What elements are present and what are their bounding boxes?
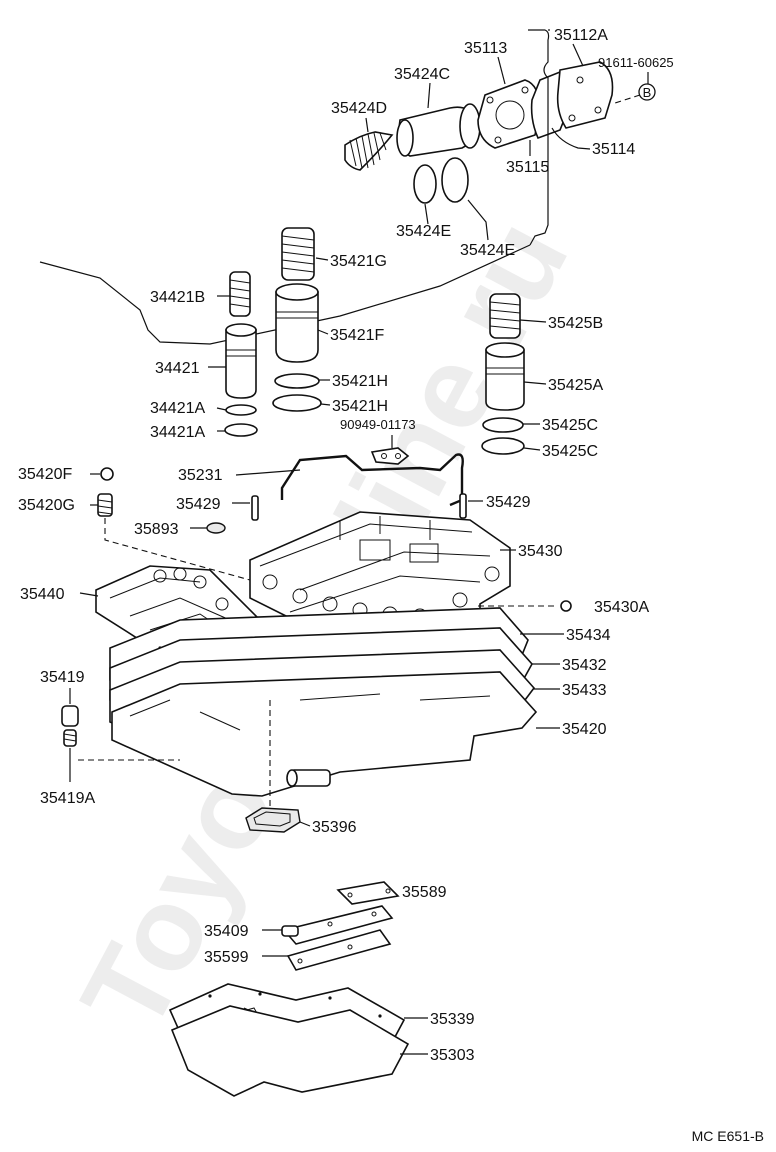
ball-35430A (560, 600, 572, 612)
label-34421A-a: 34421A (150, 400, 205, 417)
label-35420F: 35420F (18, 466, 72, 483)
spring-35421G (281, 227, 315, 281)
label-35114: 35114 (592, 141, 635, 158)
label-35421F: 35421F (330, 327, 384, 344)
label-35425A: 35425A (548, 377, 603, 394)
label-34421A-b: 34421A (150, 424, 205, 441)
o-ring-35421H-top (274, 373, 320, 389)
wire-35231 (280, 453, 464, 507)
piston-35421F (275, 283, 319, 363)
plug-35419 (61, 705, 79, 727)
label-35424E-b: 35424E (460, 242, 515, 259)
label-35303: 35303 (430, 1047, 475, 1064)
washer-35893 (206, 522, 226, 534)
spring-35424D (344, 131, 394, 171)
label-35339: 35339 (430, 1011, 475, 1028)
label-35424E-a: 35424E (396, 223, 451, 240)
label-35421H-b: 35421H (332, 398, 388, 415)
label-35420G: 35420G (18, 497, 75, 514)
spring-34421B (229, 271, 251, 317)
label-35433: 35433 (562, 682, 607, 699)
o-ring-34421A-top (225, 404, 257, 416)
label-35112A: 35112A (554, 27, 608, 44)
label-35424C: 35424C (394, 66, 450, 83)
label-35432: 35432 (562, 657, 607, 674)
spring-35420G (97, 493, 113, 517)
o-ring-35421H-bottom (272, 394, 322, 412)
label-35434: 35434 (566, 627, 611, 644)
oil-pan-35303 (170, 1005, 410, 1097)
label-35421G: 35421G (330, 253, 387, 270)
label-35231: 35231 (178, 467, 223, 484)
label-35396: 35396 (312, 819, 357, 836)
label-35430: 35430 (518, 543, 563, 560)
label-35599: 35599 (204, 949, 249, 966)
bolt-marker-letter: B (643, 85, 652, 100)
label-34421B: 34421B (150, 289, 205, 306)
clip-90949-01173 (370, 447, 410, 465)
label-35589: 35589 (402, 884, 447, 901)
label-35420: 35420 (562, 721, 607, 738)
label-35429-b: 35429 (486, 494, 531, 511)
label-35893: 35893 (134, 521, 179, 538)
label-35113: 35113 (464, 40, 507, 57)
plate-35599 (286, 929, 392, 971)
o-ring-34421A-bottom (224, 423, 258, 437)
label-34421: 34421 (155, 360, 200, 377)
label-35409: 35409 (204, 923, 249, 940)
label-35440: 35440 (20, 586, 65, 603)
plate-35409 (281, 905, 394, 945)
catalog-code: MC E651-B (691, 1128, 764, 1144)
label-35424D: 35424D (331, 100, 387, 117)
spring-35419A (63, 729, 77, 747)
o-ring-35424E-left (413, 164, 437, 204)
pin-35429-right (459, 493, 467, 519)
label-35425C-b: 35425C (542, 443, 598, 460)
label-35429-a: 35429 (176, 496, 221, 513)
o-ring-35425C-bottom (481, 437, 525, 455)
bolt-marker: B (638, 83, 656, 101)
label-35115: 35115 (506, 159, 549, 176)
label-35430A: 35430A (594, 599, 649, 616)
valve-body-35420 (111, 671, 538, 797)
piston-34421 (225, 323, 257, 399)
o-ring-35424E-right (441, 157, 469, 203)
pin-35429-left (251, 495, 259, 521)
cover-35113 (477, 79, 541, 149)
piston-35424C (396, 103, 481, 157)
label-35419: 35419 (40, 669, 85, 686)
o-ring-35425C-top (482, 417, 524, 433)
piston-35425A (485, 342, 525, 411)
label-90949-01173: 90949-01173 (340, 417, 416, 432)
label-35425B: 35425B (548, 315, 603, 332)
plate-35112A (556, 61, 614, 129)
bracket-35589 (336, 881, 400, 905)
label-35425C-a: 35425C (542, 417, 598, 434)
label-35421H-a: 35421H (332, 373, 388, 390)
label-91611-60625: 91611-60625 (598, 55, 674, 70)
spring-35425B (489, 293, 521, 339)
label-35419A: 35419A (40, 790, 95, 807)
ball-35420F (100, 467, 114, 481)
